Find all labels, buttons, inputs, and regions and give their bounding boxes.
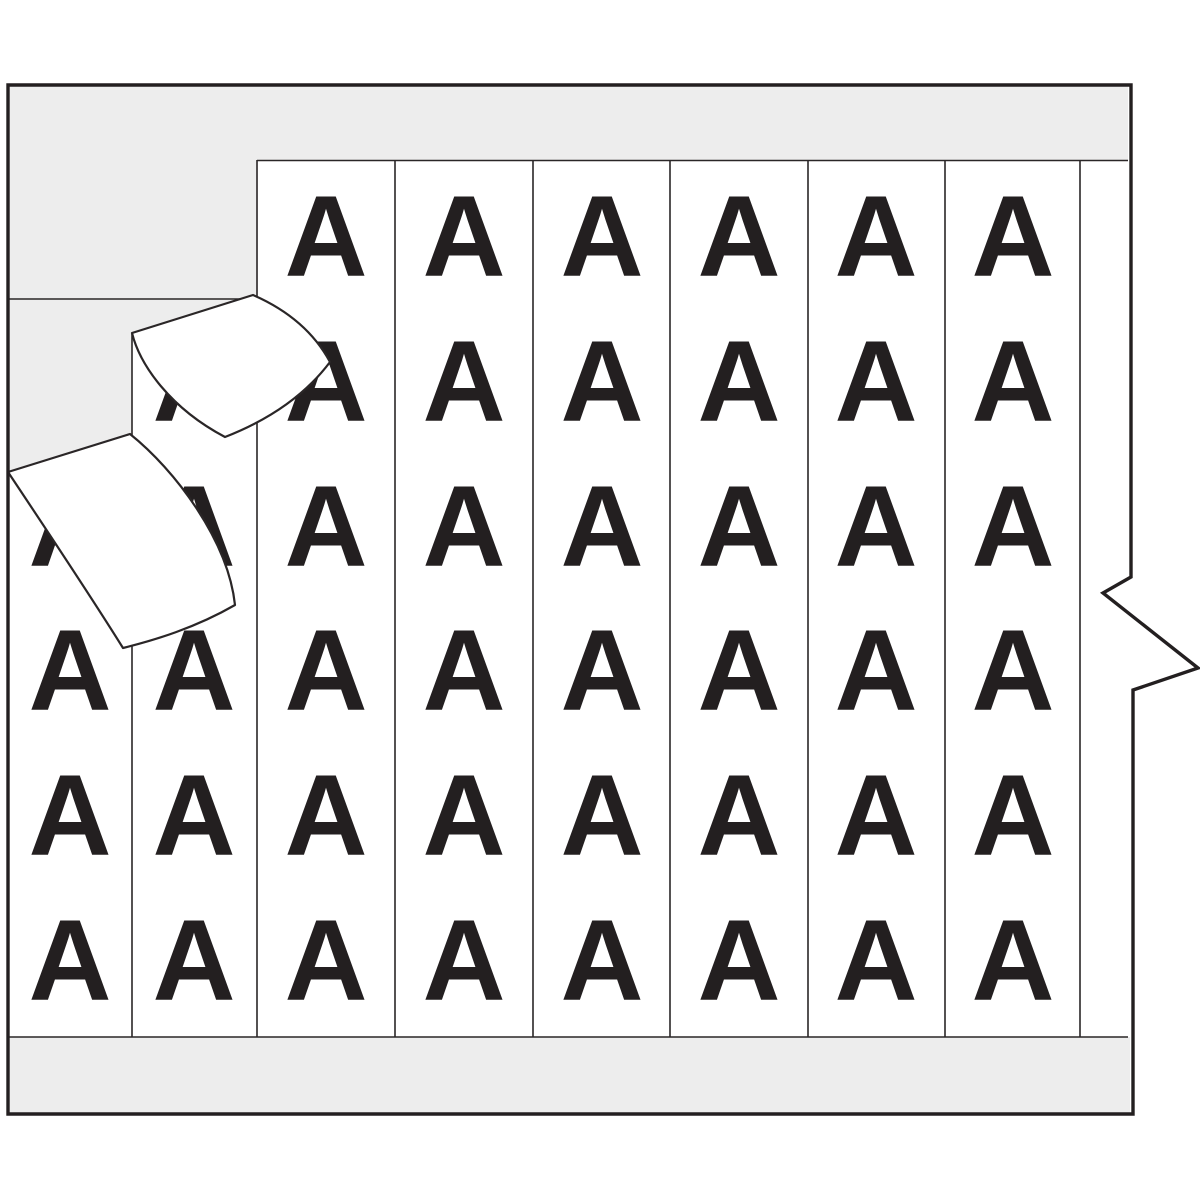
wire-marker-letter: A [560, 318, 643, 446]
wire-marker-letter: A [422, 752, 505, 880]
wire-marker-letter: A [422, 897, 505, 1025]
wire-marker-letter: A [971, 463, 1054, 591]
wire-marker-letter: A [422, 173, 505, 301]
wire-marker-letter: A [284, 607, 367, 735]
wire-marker-letter: A [834, 607, 917, 735]
wire-marker-letter: A [28, 607, 111, 735]
wire-marker-letter: A [152, 897, 235, 1025]
wire-marker-letter: A [152, 752, 235, 880]
wire-marker-letter: A [284, 897, 367, 1025]
wire-marker-letter: A [971, 173, 1054, 301]
wire-marker-letter: A [971, 897, 1054, 1025]
letter-grid: AAAAAAAAAAAAAAAAAAAAAAAAAAAAAAAAAAAAAAAA… [28, 173, 1054, 1025]
wire-marker-letter: A [834, 897, 917, 1025]
wire-marker-letter: A [422, 318, 505, 446]
card-backing-top-left [8, 85, 1128, 473]
peeled-label-lower [6, 432, 237, 650]
wire-marker-letter: A [697, 897, 780, 1025]
wire-marker-letter: A [697, 173, 780, 301]
card-backing-bottom-band [8, 1037, 1130, 1113]
card-outline [6, 83, 1200, 1116]
wire-marker-letter: A [560, 752, 643, 880]
peeled-label-upper [130, 293, 332, 439]
wire-marker-letter: A [834, 318, 917, 446]
wire-marker-letter: A [560, 173, 643, 301]
wire-marker-letter: A [284, 463, 367, 591]
wire-marker-letter: A [422, 463, 505, 591]
wire-marker-letter: A [560, 897, 643, 1025]
wire-marker-letter: A [284, 752, 367, 880]
wire-marker-letter: A [834, 173, 917, 301]
wire-marker-letter: A [697, 463, 780, 591]
wire-marker-letter: A [834, 752, 917, 880]
wire-marker-letter: A [28, 752, 111, 880]
wire-marker-letter: A [697, 607, 780, 735]
wire-marker-letter: A [971, 318, 1054, 446]
wire-marker-letter: A [28, 897, 111, 1025]
wire-marker-letter: A [284, 173, 367, 301]
wire-marker-letter: A [971, 607, 1054, 735]
wire-marker-letter: A [697, 318, 780, 446]
wire-marker-letter: A [834, 463, 917, 591]
wire-marker-letter: A [560, 607, 643, 735]
wire-marker-letter: A [560, 463, 643, 591]
wire-marker-letter: A [697, 752, 780, 880]
wire-marker-letter: A [422, 607, 505, 735]
wire-marker-letter: A [971, 752, 1054, 880]
